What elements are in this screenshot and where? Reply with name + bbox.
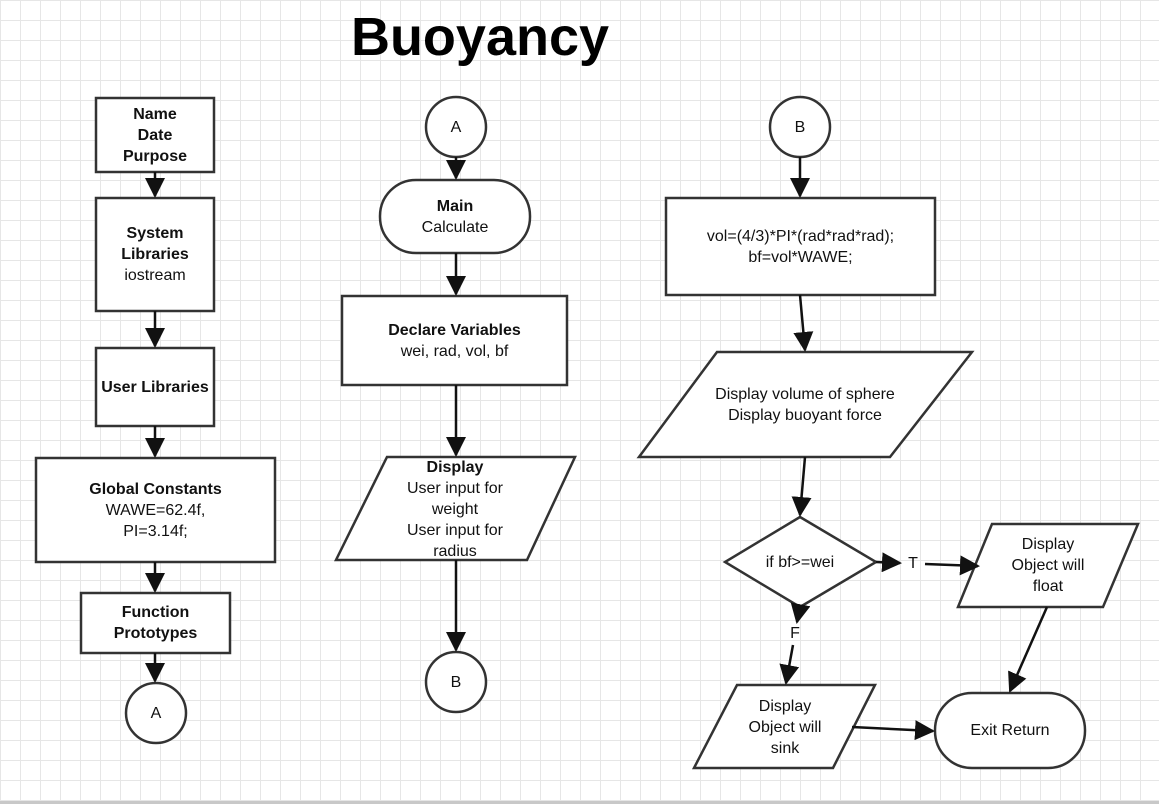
arrow-sink-to-exit — [851, 720, 935, 741]
page-title: Buoyancy — [350, 7, 610, 67]
global-constants-line1: WAWE=62.4f, — [105, 501, 206, 519]
arrow-float-to-exit — [1008, 606, 1049, 693]
false-label-text: F — [784, 622, 806, 644]
compute-line2: bf=vol*WAWE; — [748, 248, 853, 266]
global-constants-text: Global Constants WAWE=62.4f, PI=3.14f; — [36, 458, 275, 562]
main-terminal-text: Main Calculate — [380, 180, 530, 253]
connector-a-bottom — [124, 681, 188, 745]
header-date: Date — [137, 126, 173, 144]
compute-line1: vol=(4/3)*PI*(rad*rad*rad); — [706, 227, 895, 245]
header-box — [94, 96, 216, 174]
display-input-label: Display — [426, 458, 484, 476]
display-results-line2: Display buoyant force — [728, 407, 882, 424]
connector-a-top-text: A — [426, 97, 486, 157]
arrow-compute-to-results — [793, 294, 814, 352]
arrow-decision-true — [875, 552, 902, 573]
header-name: Name — [133, 105, 177, 123]
connector-a-bottom-text: A — [126, 683, 186, 743]
system-libraries-text: System Libraries iostream — [96, 198, 214, 311]
declare-variables-box — [340, 294, 569, 387]
float-output-line3: float — [1032, 577, 1064, 595]
connector-b-top-text: B — [770, 97, 830, 157]
display-input-parallelogram — [333, 455, 577, 562]
function-prototypes-text: Function Prototypes — [81, 593, 230, 653]
decision-label: if bf>=wei — [765, 553, 835, 571]
arrow-true-to-float — [924, 555, 980, 576]
sink-output-line1: Display — [758, 697, 812, 715]
display-results-line1: Display volume of sphere — [715, 386, 895, 403]
connector-b-bottom — [424, 650, 488, 714]
arrow-decision-false — [790, 602, 811, 624]
header-purpose: Purpose — [122, 147, 187, 165]
main-label: Main — [436, 197, 474, 215]
display-input-line4: radius — [433, 542, 477, 560]
sink-output-line3: sink — [770, 739, 800, 757]
false-label: F — [790, 624, 800, 642]
true-label: T — [908, 554, 918, 572]
user-libraries-text: User Libraries — [96, 348, 214, 426]
system-libraries-value: iostream — [124, 267, 186, 284]
system-libraries-label: System Libraries — [121, 225, 189, 263]
global-constants-line2: PI=3.14f; — [123, 522, 188, 540]
system-libraries-box — [94, 196, 216, 313]
decision-text: if bf>=wei — [740, 550, 860, 574]
bottom-scroll-edge — [0, 801, 1159, 804]
sink-output-line2: Object will — [748, 718, 822, 736]
declare-variables-text: Declare Variables wei, rad, vol, bf — [342, 296, 567, 385]
compute-box — [664, 196, 937, 297]
connector-b-bottom-text: B — [426, 652, 486, 712]
declare-variables-label: Declare Variables — [388, 321, 521, 339]
display-results-text: Display volume of sphere Display buoyant… — [670, 382, 940, 428]
sink-output-text: Display Object will sink — [720, 694, 850, 760]
arrow-false-to-sink — [779, 644, 800, 685]
exit-terminal-text: Exit Return — [935, 693, 1085, 768]
exit-label: Exit Return — [970, 722, 1050, 739]
global-constants-box — [34, 456, 277, 564]
exit-terminal — [933, 691, 1087, 770]
float-output-text: Display Object will float — [980, 532, 1116, 598]
float-output-line2: Object will — [1011, 556, 1085, 574]
function-prototypes-label: Function Prototypes — [113, 604, 198, 642]
float-output-parallelogram — [956, 522, 1140, 609]
declare-variables-value: wei, rad, vol, bf — [400, 342, 509, 360]
connector-a-top-label: A — [450, 118, 462, 136]
display-results-parallelogram — [636, 350, 975, 459]
arrow-results-to-decision — [791, 456, 812, 517]
connector-a-bottom-label: A — [150, 704, 162, 722]
display-input-text: Display User input for weight User input… — [385, 455, 525, 563]
float-output-line1: Display — [1021, 535, 1075, 553]
true-label-text: T — [902, 552, 924, 574]
header-box-text: Name Date Purpose — [96, 98, 214, 172]
user-libraries-label: User Libraries — [101, 378, 209, 396]
sink-output-parallelogram — [691, 683, 878, 770]
connector-b-bottom-label: B — [450, 673, 462, 691]
connector-b-top-label: B — [794, 118, 806, 136]
global-constants-label: Global Constants — [89, 480, 222, 498]
display-input-line2: weight — [431, 500, 479, 518]
display-input-line3: User input for — [406, 521, 504, 539]
main-value: Calculate — [421, 218, 489, 236]
display-input-line1: User input for — [406, 479, 504, 497]
compute-text: vol=(4/3)*PI*(rad*rad*rad); bf=vol*WAWE; — [666, 198, 935, 295]
